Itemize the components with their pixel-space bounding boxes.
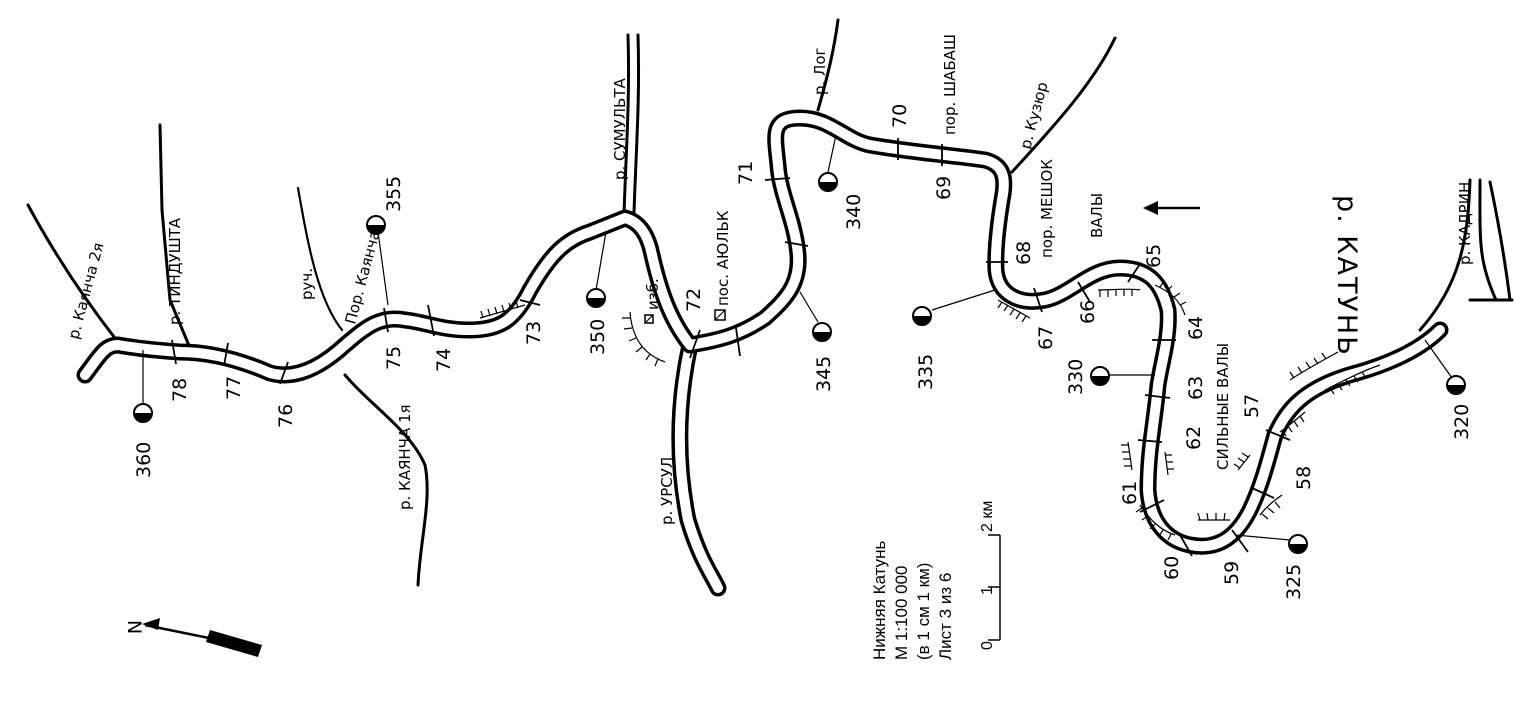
label-valy: ВАЛЫ [1088,193,1106,238]
rocky-bank-hatches [479,280,1381,541]
km-label: 75 [383,346,405,370]
flow-arrow-icon [1143,201,1200,215]
label-tindushta: р. ТИНДУШТА [166,217,184,325]
label-ursul: р. УРСУЛ [658,457,676,525]
hut-icons [644,309,726,324]
km-label: 61 [1119,481,1141,505]
label-kayancha-rapid: Пор. Каянча [341,228,383,326]
legend-title: Нижняя Катунь [870,540,889,660]
north-label: N [123,620,145,634]
camp-leaders [142,134,1453,541]
camp-label: 335 [915,354,937,390]
km-label: 66 [1077,300,1099,324]
km-label: 76 [275,404,297,428]
half-filled-circle-icon [818,172,838,192]
half-filled-circle-icon [133,403,153,423]
km-numbers: 78 77 76 75 74 73 72 71 70 69 68 67 66 6… [169,104,1315,585]
tributary-kadrin [1418,178,1472,332]
km-label: 70 [889,104,911,128]
label-kadrin: р. КАДРИН [1456,182,1474,265]
km-ticks [171,138,1291,557]
km-label: 64 [1185,316,1207,340]
km-label: 74 [433,348,455,372]
camps [133,172,1466,554]
km-label: 58 [1293,466,1315,490]
scale-label-2: 2 км [979,501,996,532]
km-label: 67 [1035,326,1057,350]
label-kayancha2: р. Каянча 2я [64,241,107,341]
label-ayulk: пос. АЮЛЬК [714,210,732,306]
camp-label: 345 [813,356,835,392]
camp-label: 350 [587,319,609,355]
tributary-sumulta [622,33,631,217]
scale-label-0: 0 [979,641,996,650]
label-ruch: руч. [298,268,316,300]
half-filled-circle-icon [912,306,932,326]
legend-scale-note: (в 1 см 1 км) [914,563,933,660]
north-arrow-icon: N [123,618,262,657]
half-filled-circle-icon [1090,366,1110,386]
camp-label: 340 [843,194,865,230]
legend-scale: М 1:100 000 [892,565,911,660]
label-shabash: пор. ШАБАШ [941,34,959,135]
half-filled-circle-icon [812,322,832,342]
main-river [76,109,1449,555]
camp-label: 320 [1451,404,1473,440]
km-label: 72 [683,288,705,312]
label-katun: р. КАТУНЬ [1331,195,1362,357]
half-filled-circle-icon [586,288,606,308]
scale-label-1: 1 [979,586,996,595]
tributary-log [816,18,840,112]
map-legend: Нижняя Катунь М 1:100 000 (в 1 см 1 км) … [870,501,1001,660]
label-log: р. Лог [811,47,829,95]
label-kuzur: р. Кузюр [1016,80,1051,151]
km-label: 68 [1013,241,1035,265]
km-label: 73 [523,321,545,345]
km-label: 57 [1241,394,1263,418]
km-label: 63 [1185,376,1207,400]
tributary-ruch [296,186,344,332]
tributaries [26,18,1514,587]
camp-label: 325 [1283,564,1305,600]
camp-label: 355 [383,176,405,212]
km-label: 77 [223,376,245,400]
camp-label: 330 [1065,359,1087,395]
half-filled-circle-icon [1446,375,1466,395]
km-label: 78 [169,378,191,402]
label-meshok: пор. МЕШОК [1038,159,1056,258]
label-izb: изб. [644,278,662,310]
legend-sheet: Лист 3 из 6 [936,573,955,660]
tributary-kuzur [1010,36,1117,174]
tributary-tindushta [158,123,192,350]
ursul-river [671,336,727,597]
label-silnye-valy: СИЛЬНЫЕ ВАЛЫ [1214,343,1232,470]
tributary-kayancha2 [26,203,120,344]
label-sumulta: р. СУМУЛЬТА [611,78,629,180]
km-label: 60 [1161,556,1183,580]
camp-numbers: 360 355 350 345 340 335 330 325 320 [133,176,1473,600]
km-label: 69 [933,176,955,200]
half-filled-circle-icon [1288,534,1308,554]
scale-bar: 0 1 2 км [979,501,1001,650]
km-label: 71 [735,161,757,185]
label-kayancha1: р. КАЯНЧА 1я [396,404,414,510]
km-label: 59 [1221,561,1243,585]
half-filled-circle-icon [366,215,386,235]
km-label: 65 [1143,244,1165,268]
tributary-kayancha1 [343,373,429,587]
km-label: 62 [1183,426,1205,450]
camp-label: 360 [133,442,155,478]
